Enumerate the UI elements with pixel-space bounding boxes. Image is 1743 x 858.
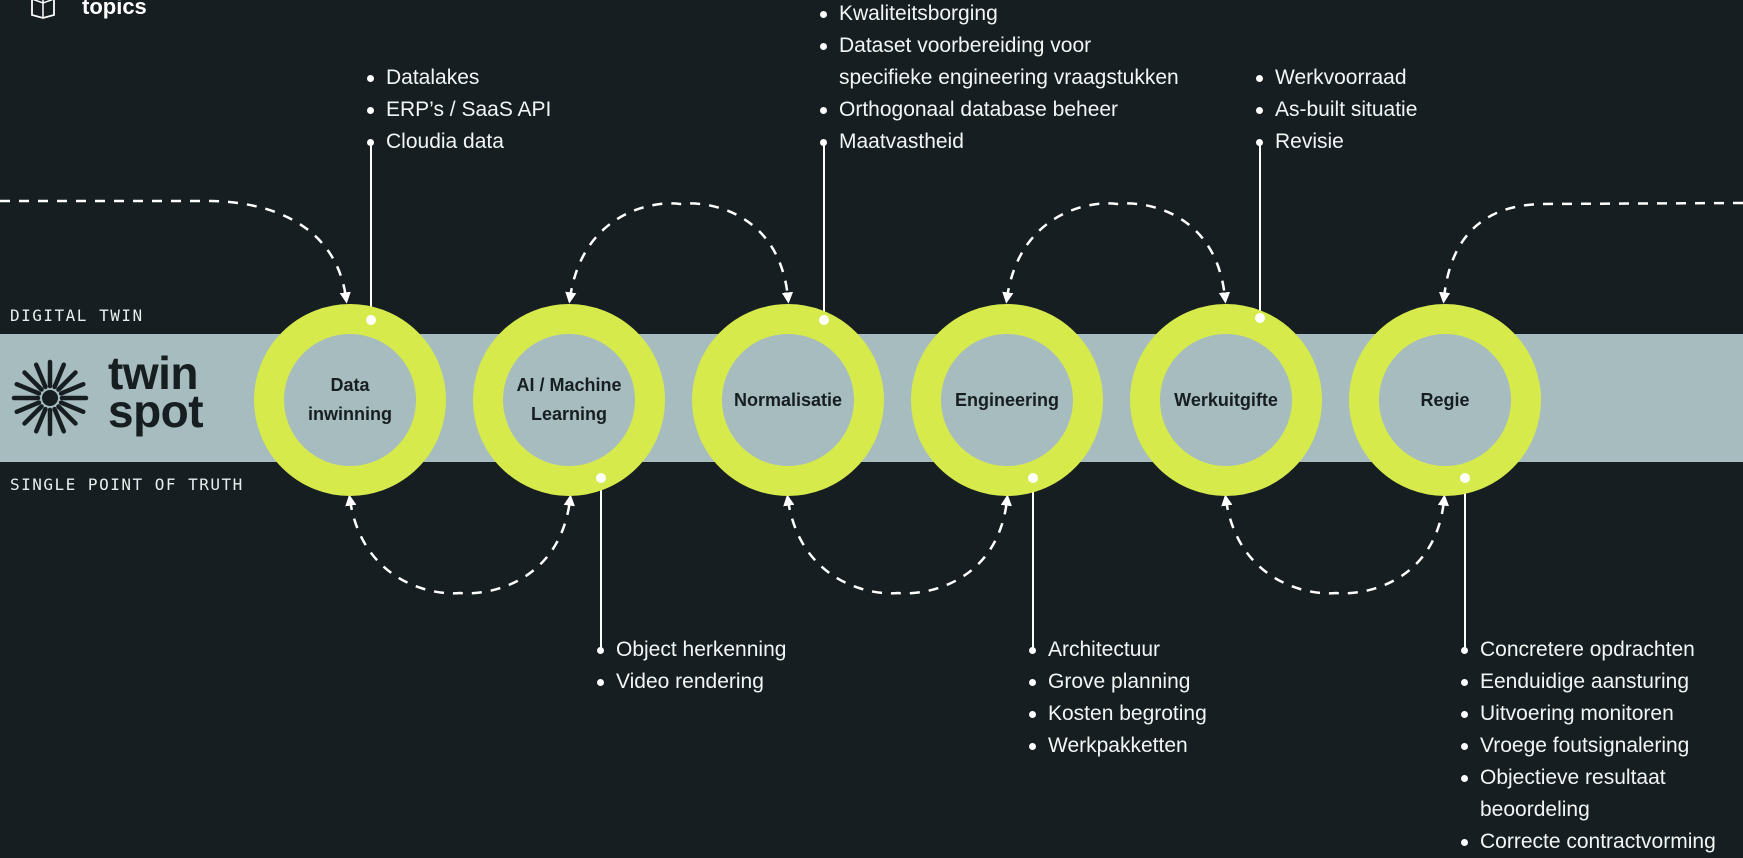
callout-item: Object herkenning bbox=[596, 634, 786, 666]
stage-label: Engineering bbox=[954, 389, 1059, 410]
logo-line-spot: spot bbox=[108, 385, 204, 437]
callout-item: Correcte contractvorming bbox=[1460, 826, 1716, 858]
logo-ray bbox=[14, 400, 42, 415]
logo-ray bbox=[22, 370, 44, 392]
stage-label: Data inwinning bbox=[308, 375, 392, 424]
stage-label: AI / Machine Learning bbox=[516, 375, 622, 424]
callout-ai-machine-learning: Object herkenning Video rendering bbox=[596, 634, 786, 698]
single-point-of-truth-label: SINGLE POINT OF TRUTH bbox=[10, 475, 244, 494]
callout-item: Kwaliteitsborging bbox=[819, 0, 1179, 30]
topics-icon bbox=[31, 0, 55, 19]
logo-ray bbox=[33, 406, 48, 434]
twinspot-logo-icon bbox=[11, 359, 89, 437]
callout-continuation-text: beoordeling bbox=[1480, 798, 1590, 821]
loop-arrow bbox=[783, 494, 1012, 595]
callout-item: Eenduidige aansturing bbox=[1460, 666, 1716, 698]
incoming-arrow bbox=[0, 199, 351, 304]
callout-data-inwinning: Datalakes ERP’s / SaaS API Cloudia data bbox=[366, 62, 551, 158]
loop-arrow bbox=[565, 202, 794, 304]
stage-label: Normalisatie bbox=[733, 389, 843, 410]
callout-item: Cloudia data bbox=[366, 126, 551, 158]
digital-twin-label: DIGITAL TWIN bbox=[10, 306, 144, 325]
callout-engineering: Architectuur Grove planning Kosten begro… bbox=[1028, 634, 1207, 762]
loop-arrow bbox=[345, 494, 575, 595]
callout-item: Kosten begroting bbox=[1028, 698, 1207, 730]
loop-arrow bbox=[1221, 494, 1450, 595]
callout-item: Dataset voorbereiding voor bbox=[819, 30, 1179, 62]
stage-data-inwinning: Data inwinning bbox=[254, 304, 446, 496]
callout-item: Video rendering bbox=[596, 666, 786, 698]
callout-item: As-built situatie bbox=[1255, 94, 1417, 126]
callout-werkuitgifte: Werkvoorraad As-built situatie Revisie bbox=[1255, 62, 1417, 158]
callout-item: Orthogonaal database beheer bbox=[819, 94, 1179, 126]
outgoing-arrow bbox=[1438, 201, 1743, 304]
callout-item: Werkvoorraad bbox=[1255, 62, 1417, 94]
loop-arrow bbox=[1002, 202, 1231, 304]
callout-regie: Concretere opdrachten Eenduidige aanstur… bbox=[1460, 634, 1716, 858]
callout-item: ERP’s / SaaS API bbox=[366, 94, 551, 126]
logo-ray bbox=[58, 381, 86, 396]
callout-item: Werkpakketten bbox=[1028, 730, 1207, 762]
callout-continuation-text: specifieke engineering vraagstukken bbox=[839, 66, 1179, 89]
stage-label: Werkuitgifte bbox=[1174, 389, 1278, 410]
logo-ray bbox=[22, 404, 44, 426]
logo-ray bbox=[56, 404, 78, 426]
logo-ray bbox=[56, 370, 78, 392]
callout-item-continuation: beoordeling bbox=[1460, 794, 1716, 826]
logo-line-twin: twin bbox=[108, 347, 198, 399]
callout-item: Architectuur bbox=[1028, 634, 1207, 666]
logo-ray bbox=[58, 400, 86, 415]
callout-item: Vroege foutsignalering bbox=[1460, 730, 1716, 762]
stage-label: Regie bbox=[1420, 389, 1470, 410]
callout-item: Concretere opdrachten bbox=[1460, 634, 1716, 666]
logo-ray bbox=[14, 381, 42, 396]
header-title: topics bbox=[82, 0, 147, 19]
callout-item: Objectieve resultaat bbox=[1460, 762, 1716, 794]
logo-ray bbox=[33, 362, 48, 390]
callout-item: Revisie bbox=[1255, 126, 1417, 158]
callout-item-continuation: specifieke engineering vraagstukken bbox=[819, 62, 1179, 94]
header: topics bbox=[28, 0, 147, 20]
callout-normalisatie: Kwaliteitsborging Dataset voorbereiding … bbox=[819, 0, 1179, 158]
stage-ai-machine-learning: AI / Machine Learning bbox=[473, 304, 665, 496]
callout-item: Grove planning bbox=[1028, 666, 1207, 698]
callout-item: Maatvastheid bbox=[819, 126, 1179, 158]
callout-item: Datalakes bbox=[366, 62, 551, 94]
callout-item: Uitvoering monitoren bbox=[1460, 698, 1716, 730]
logo-ray bbox=[52, 362, 67, 390]
twinspot-wordmark: twin spot bbox=[108, 347, 204, 437]
logo-ray bbox=[52, 406, 67, 434]
